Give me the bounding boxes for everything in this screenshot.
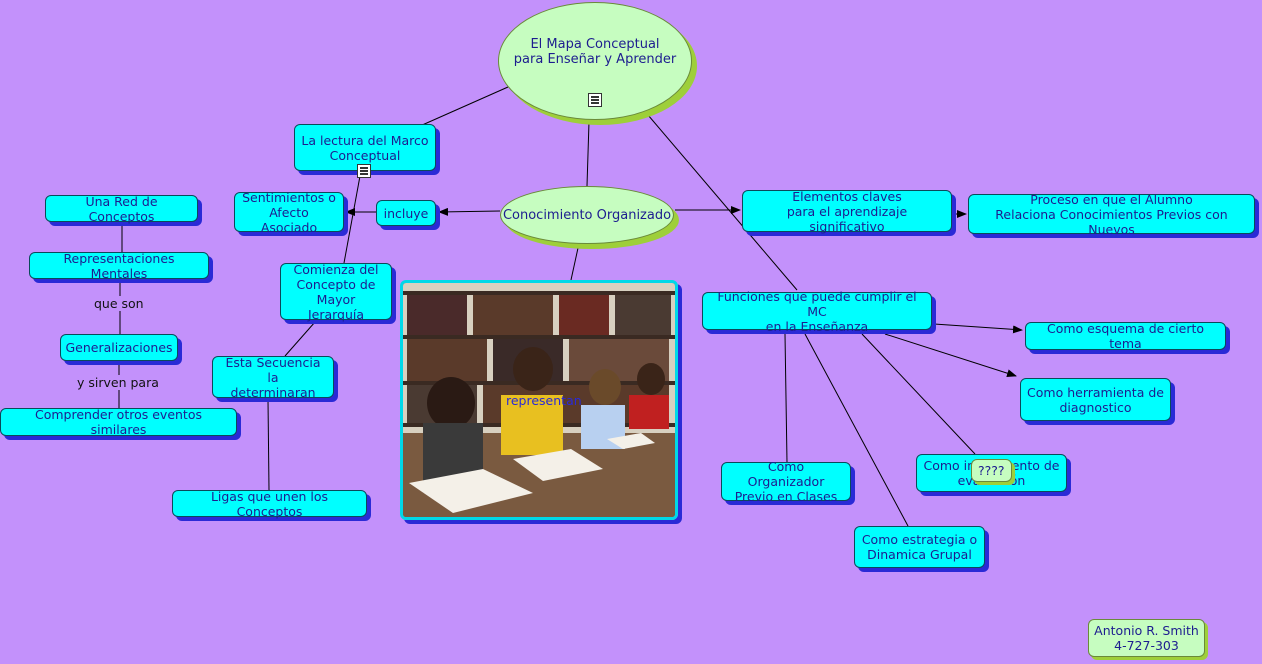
node-secuencia[interactable]: Esta Secuencia la determinaran [212, 354, 334, 400]
node-esquema[interactable]: Como esquema de cierto tema [1025, 321, 1226, 351]
node-lectura[interactable]: La lectura del Marco Conceptual [294, 124, 436, 171]
author-name: Antonio R. Smith [1094, 623, 1199, 638]
node-lectura-label: La lectura del Marco Conceptual [301, 132, 429, 163]
node-proceso-label: Proceso en que el Alumno Relaciona Conoc… [995, 191, 1228, 237]
link-funciones-instrumento [861, 333, 976, 455]
root-concept-label: El Mapa Conceptual para Enseñar y Aprend… [513, 37, 677, 67]
document-icon[interactable] [588, 93, 602, 107]
node-estrategia-label: Como estrategia o Dinamica Grupal [861, 532, 978, 562]
node-elementos-label: Elementos claves para el aprendizaje sig… [786, 188, 908, 234]
node-funciones[interactable]: Funciones que puede cumplir el MC en la … [702, 289, 932, 334]
link-root-funciones [647, 114, 798, 291]
node-herramienta[interactable]: Como herramienta de diagnostico [1020, 378, 1171, 421]
library-reading-photo: representan [400, 280, 678, 520]
link-hub-incluye [438, 207, 501, 216]
node-ligas[interactable]: Ligas que unen los Conceptos [172, 488, 367, 519]
link-funciones-organizador [784, 333, 788, 463]
node-representaciones-label: Representaciones Mentales [63, 250, 175, 281]
link-label-y-sirven: y sirven para [74, 375, 162, 390]
link-secuencia-ligas [267, 399, 270, 491]
link-comienza-secuencia [284, 321, 316, 357]
node-sentimientos[interactable]: Sentimientos o Afecto Asociado [234, 189, 344, 235]
node-comprender[interactable]: Comprender otros eventos similares [0, 407, 237, 437]
root-concept[interactable]: El Mapa Conceptual para Enseñar y Aprend… [498, 2, 692, 120]
author-id: 4-727-303 [1114, 638, 1179, 653]
node-sentimientos-label: Sentimientos o Afecto Asociado [242, 189, 336, 235]
hub-concept[interactable]: Conocimiento Organizado [500, 186, 674, 244]
link-funciones-estrategia [804, 333, 909, 527]
node-generalizaciones[interactable]: Generalizaciones [60, 334, 178, 361]
node-comprender-label: Comprender otros eventos similares [34, 407, 202, 437]
node-ligas-label: Ligas que unen los Conceptos [210, 488, 329, 519]
node-organizador-label: Como Organizador Previo en Clases [734, 459, 838, 504]
link-root-lectura [419, 86, 509, 127]
node-elementos[interactable]: Elementos claves para el aprendizaje sig… [742, 188, 952, 234]
node-funciones-label: Funciones que puede cumplir el MC en la … [717, 288, 917, 334]
link-hub-photo [570, 247, 579, 281]
node-generalizaciones-label: Generalizaciones [65, 340, 173, 355]
photo-caption: representan [506, 393, 582, 408]
link-root-hub [586, 121, 590, 187]
node-estrategia[interactable]: Como estrategia o Dinamica Grupal [854, 526, 985, 568]
link-funciones-herramienta [884, 333, 1017, 378]
node-red-label: Una Red de Conceptos [85, 193, 158, 224]
link-lectura-comienza [343, 175, 361, 264]
link-label-que-son: que son [91, 296, 147, 311]
node-incluye-label: incluye [383, 205, 429, 221]
node-representaciones[interactable]: Representaciones Mentales [29, 250, 209, 281]
node-esquema-label: Como esquema de cierto tema [1046, 321, 1205, 351]
link-funciones-esquema [933, 323, 1023, 334]
node-herramienta-label: Como herramienta de diagnostico [1027, 384, 1164, 415]
node-incluye[interactable]: incluye [376, 200, 436, 226]
node-organizador[interactable]: Como Organizador Previo en Clases [721, 459, 851, 504]
node-comienza-label: Comienza del Concepto de Mayor Jerarquía [293, 261, 379, 322]
node-secuencia-label: Esta Secuencia la determinaran [225, 354, 321, 400]
node-comienza[interactable]: Comienza del Concepto de Mayor Jerarquía [280, 261, 392, 322]
node-proceso[interactable]: Proceso en que el Alumno Relaciona Conoc… [968, 191, 1255, 237]
hub-concept-label: Conocimiento Organizado [502, 207, 672, 223]
node-red[interactable]: Una Red de Conceptos [45, 193, 198, 224]
document-icon[interactable] [357, 164, 371, 178]
author-box: Antonio R. Smith 4-727-303 [1088, 619, 1205, 657]
tooltip: ???? [971, 459, 1012, 482]
